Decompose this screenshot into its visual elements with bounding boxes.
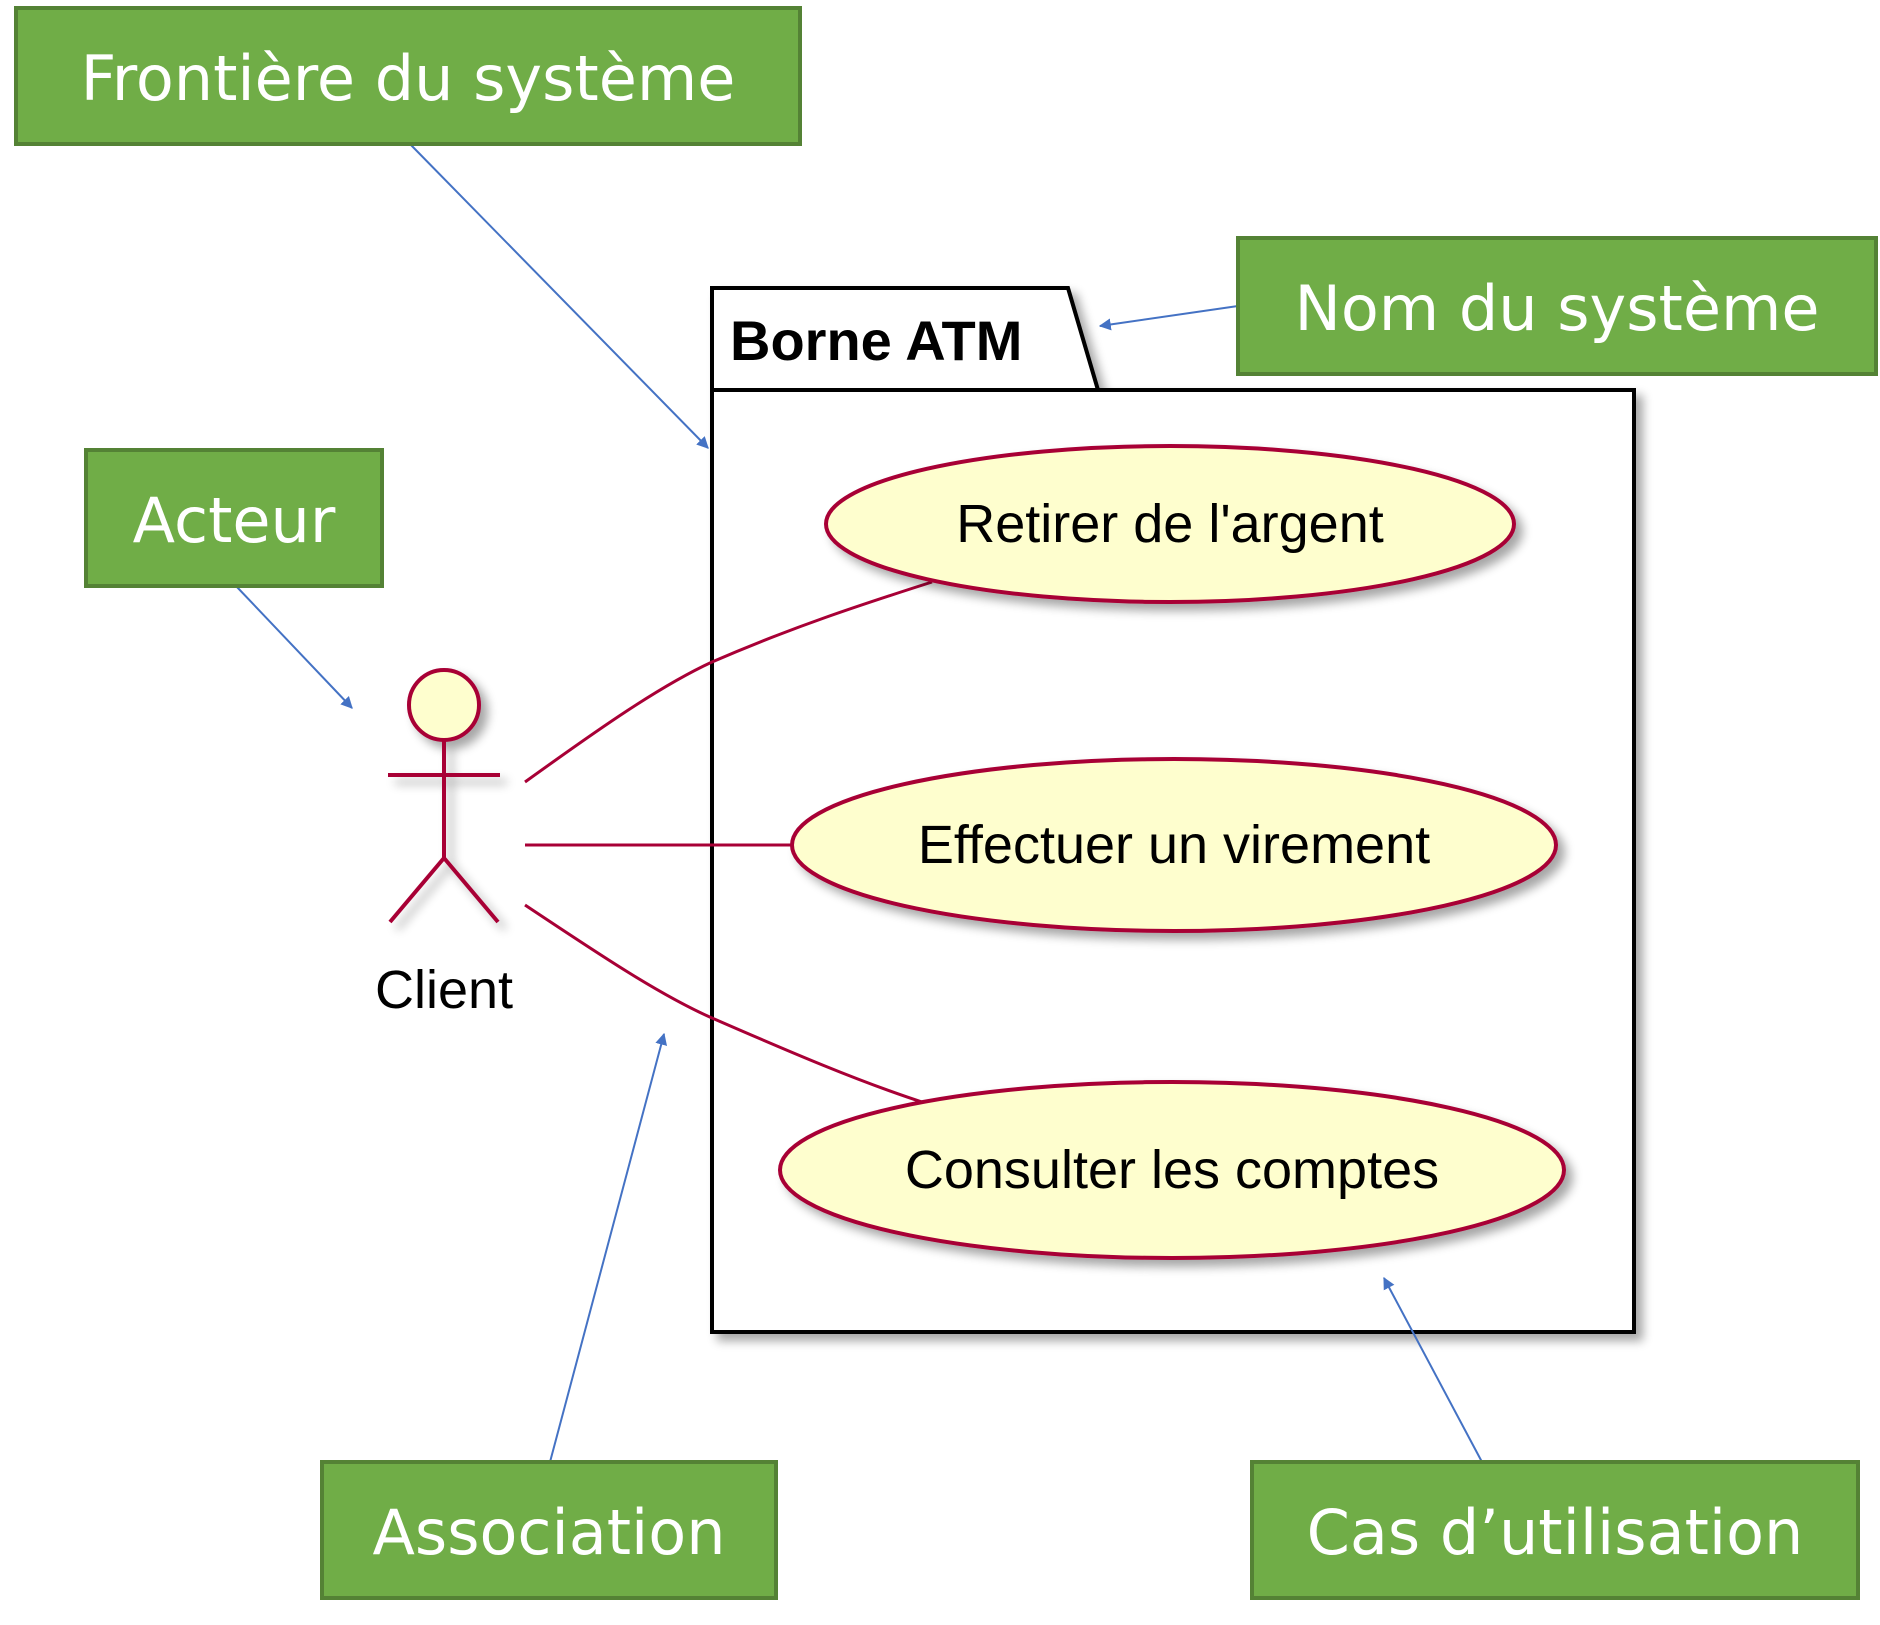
use-case-withdraw: Retirer de l'argent [824, 444, 1516, 604]
callout-use-case-label: Cas d’utilisation [1307, 1496, 1804, 1569]
callout-actor: Acteur [84, 448, 384, 588]
use-case-transfer: Effectuer un virement [790, 757, 1558, 933]
callout-use-case: Cas d’utilisation [1250, 1460, 1860, 1600]
use-case-label-withdraw: Retirer de l'argent [956, 494, 1384, 554]
arrow-actor [235, 585, 353, 709]
callout-boundary-label: Frontière du système [81, 42, 736, 115]
actor-client [388, 668, 500, 924]
callout-system-name: Nom du système [1236, 236, 1878, 376]
callout-arrows [235, 143, 1483, 1463]
actor-head [407, 668, 481, 742]
callout-actor-label: Acteur [133, 484, 336, 557]
arrow-system-name [1098, 305, 1239, 331]
actor-name: Client [375, 960, 513, 1020]
actor-leg-left [388, 856, 446, 924]
use-case-label-transfer: Effectuer un virement [918, 815, 1430, 875]
arrow-boundary [409, 143, 709, 449]
callout-boundary: Frontière du système [14, 6, 802, 146]
association-line-consult [524, 903, 926, 1105]
use-case-consult: Consulter les comptes [778, 1080, 1566, 1260]
callout-association: Association [320, 1460, 778, 1600]
system-name: Borne ATM [730, 309, 1022, 372]
actor-leg-right [442, 856, 500, 924]
associations [524, 580, 933, 1105]
use-case-label-consult: Consulter les comptes [905, 1140, 1439, 1200]
association-line-withdraw [524, 580, 933, 784]
callout-system-name-label: Nom du système [1294, 272, 1819, 345]
arrow-use-case [1383, 1276, 1483, 1463]
callout-association-label: Association [372, 1496, 725, 1569]
arrow-association [549, 1032, 668, 1463]
